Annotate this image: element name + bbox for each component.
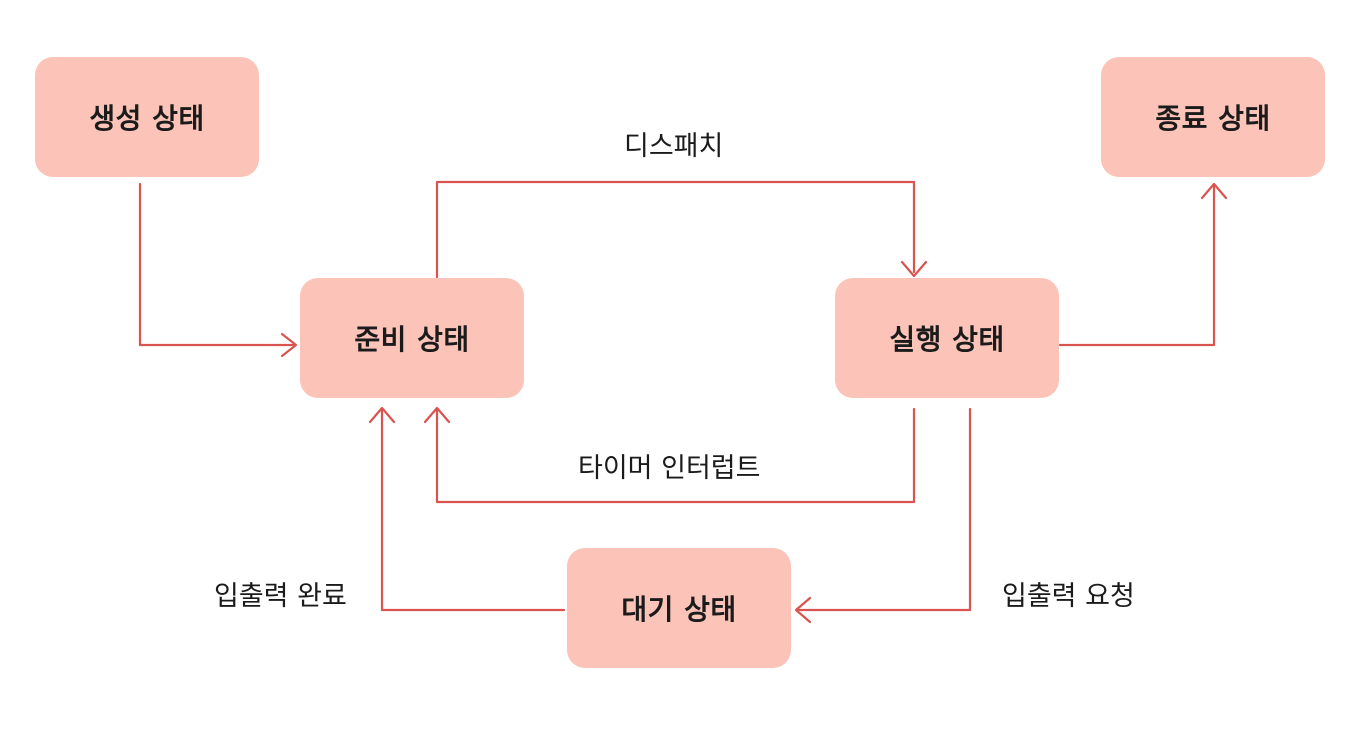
arrowhead-created-to-ready	[280, 332, 298, 358]
arrow-created-to-ready	[138, 182, 296, 347]
label-dispatch: 디스패치	[624, 131, 724, 162]
label-io-complete: 입출력 완료	[214, 581, 347, 612]
state-created: 생성 상태	[35, 57, 259, 177]
arrow-running-to-terminated	[1058, 184, 1216, 347]
label-io-request: 입출력 요청	[1002, 581, 1135, 612]
arrowhead-dispatch	[900, 260, 928, 278]
state-ready: 준비 상태	[300, 278, 524, 398]
label-timer-interrupt: 타이머 인터럽트	[578, 453, 761, 484]
arrowhead-running-to-terminated	[1200, 182, 1228, 200]
state-waiting: 대기 상태	[567, 548, 791, 668]
state-running: 실행 상태	[835, 278, 1059, 398]
arrow-dispatch	[435, 180, 916, 279]
arrow-timer-interrupt	[435, 407, 916, 504]
arrowhead-timer-interrupt	[423, 406, 451, 424]
arrowhead-io-request	[794, 596, 812, 624]
state-terminated: 종료 상태	[1101, 57, 1325, 177]
arrow-io-request	[796, 407, 972, 612]
arrowhead-io-complete	[368, 406, 396, 424]
arrow-io-complete	[380, 408, 566, 612]
